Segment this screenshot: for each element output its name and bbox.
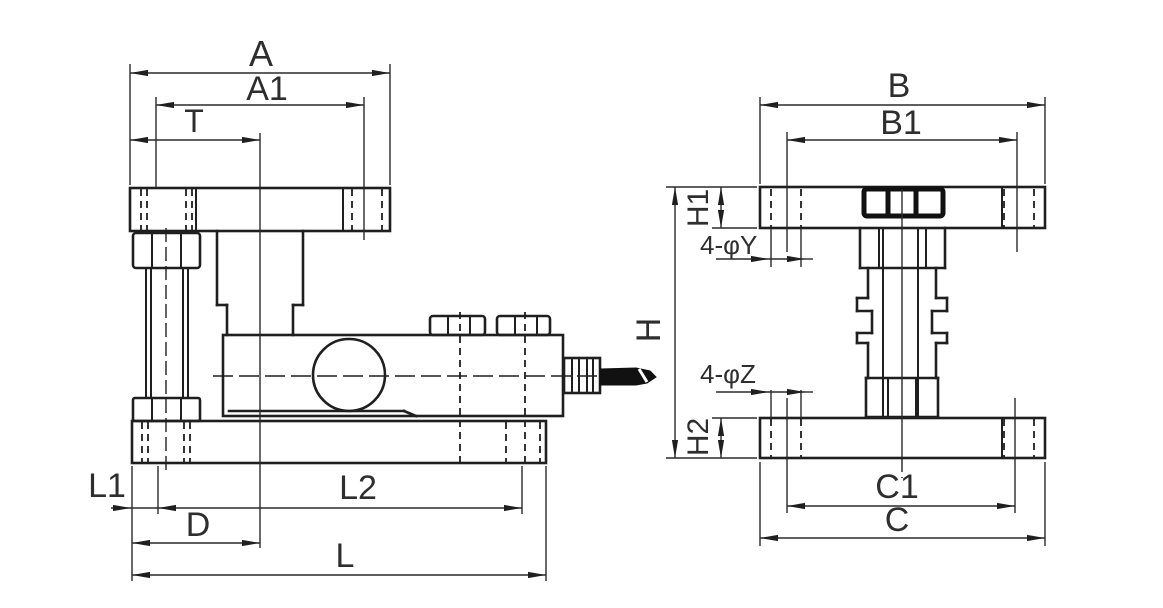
side-load-block — [215, 229, 305, 337]
dim-label-b: B — [888, 67, 911, 105]
dim-label-l2: L2 — [339, 469, 377, 507]
dim-label-b1: B1 — [880, 104, 922, 142]
dim-label-c: C — [885, 501, 910, 539]
label-holes-top: 4-φY — [700, 230, 757, 260]
dim-label-l1: L1 — [88, 467, 126, 505]
side-view-dimensions: A A1 T L1 L2 D L — [88, 33, 547, 581]
side-hold-down-bolt — [131, 228, 202, 470]
end-center-column — [855, 186, 949, 478]
dim-label-h: H — [630, 318, 668, 343]
side-load-cell-body — [213, 312, 602, 462]
end-view-dimensions: B B1 H H1 H2 4-φY 4-φZ — [630, 67, 1046, 546]
label-holes-bottom: 4-φZ — [700, 359, 756, 389]
dim-label-d: D — [186, 506, 211, 544]
side-bottom-plate — [130, 419, 548, 465]
top-hex-nut — [861, 186, 946, 219]
cable — [599, 367, 657, 386]
end-view: B B1 H H1 H2 4-φY 4-φZ — [630, 67, 1047, 546]
load-cell-hole — [311, 337, 387, 413]
side-view: A A1 T L1 L2 D L — [88, 33, 657, 581]
dim-label-c1: C1 — [875, 468, 918, 506]
dim-label-l: L — [336, 537, 355, 575]
side-cable-gland — [562, 356, 657, 395]
dim-label-h2: H2 — [682, 418, 715, 456]
dim-label-a: A — [249, 33, 273, 74]
dim-label-t: T — [184, 103, 204, 139]
dim-label-a1: A1 — [246, 70, 288, 108]
dim-label-h1: H1 — [682, 189, 715, 227]
